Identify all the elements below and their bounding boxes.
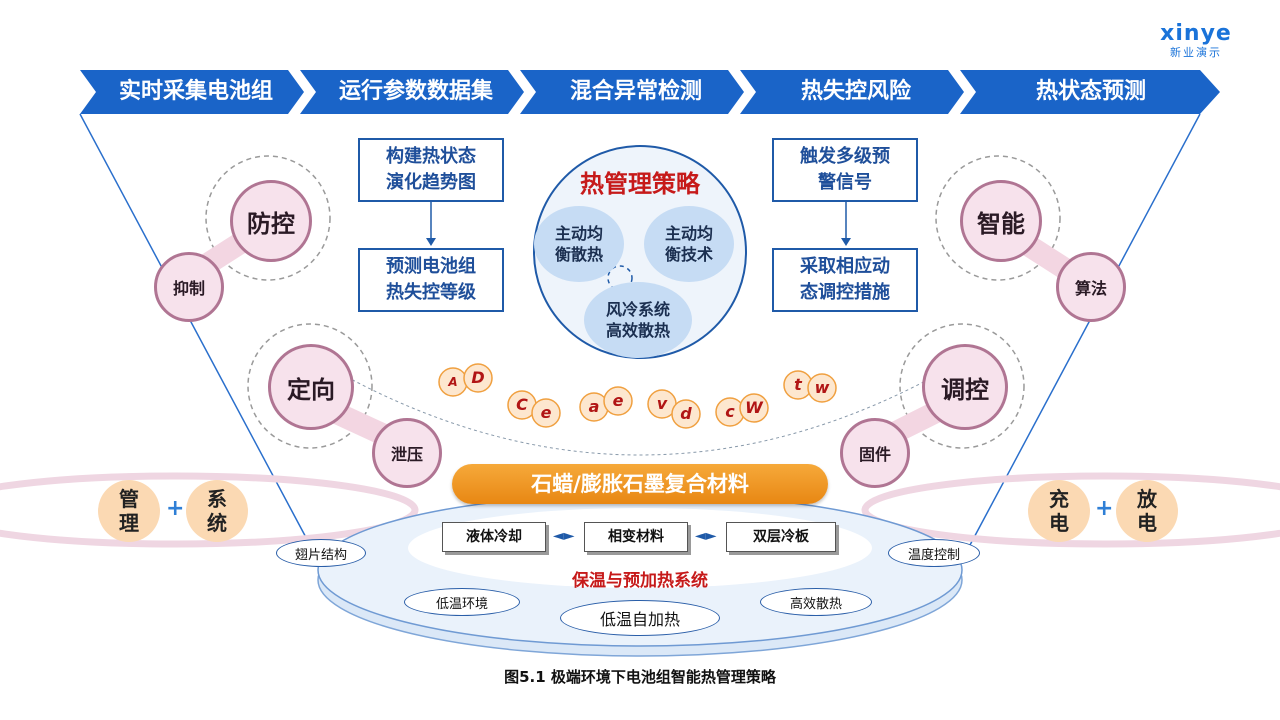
figure-caption: 图5.1 极端环境下电池组智能热管理策略	[504, 668, 776, 686]
pill-fin-structure: 翅片结构	[276, 539, 366, 567]
circle-discharge: 放 电	[1116, 480, 1178, 542]
composite-material-bar: 石蜡/膨胀石墨复合材料	[452, 464, 828, 504]
circle-system: 系 统	[186, 480, 248, 542]
chevron-step-4: 热失控风险	[800, 79, 911, 104]
letter-mark: A	[448, 375, 458, 389]
letter-mark: w	[814, 378, 830, 397]
pill-temperature-control: 温度控制	[888, 539, 980, 567]
circle-charge: 充 电	[1028, 480, 1090, 542]
pill-efficient-cooling: 高效散热	[760, 588, 872, 616]
bubble-active-cooling: 主动均 衡散热	[534, 206, 624, 282]
plus-icon: +	[1095, 496, 1114, 521]
letter-mark: W	[745, 398, 763, 417]
material-phase-change: 相变材料	[584, 522, 688, 552]
box-warning-signal: 触发多级预 警信号	[772, 138, 918, 202]
letter-mark: d	[680, 404, 692, 423]
box-trend-graph: 构建热状态 演化趋势图	[358, 138, 504, 202]
chevron-step-5: 热状态预测	[1035, 79, 1146, 104]
circle-regulation: 调控	[922, 344, 1008, 430]
material-liquid-cooling: 液体冷却	[442, 522, 546, 552]
letter-mark: c	[725, 402, 735, 421]
letter-mark: C	[516, 395, 528, 414]
circle-suppression: 抑制	[154, 252, 224, 322]
system-title: 保温与预加热系统	[572, 571, 708, 591]
strategy-title: 热管理策略	[580, 170, 700, 198]
letter-mark: e	[540, 403, 552, 422]
logo-subtitle: 新业演示	[1170, 46, 1222, 59]
chevron-step-2: 运行参数数据集	[338, 79, 493, 104]
box-runaway-level: 预测电池组 热失控等级	[358, 248, 504, 312]
chevron-step-1: 实时采集电池组	[118, 79, 273, 104]
bubble-air-cooling: 风冷系统 高效散热	[584, 282, 692, 358]
plus-icon: +	[166, 496, 185, 521]
box-dynamic-control: 采取相应动 态调控措施	[772, 248, 918, 312]
double-arrow-icon: ◄►	[695, 528, 717, 544]
letter-mark: a	[588, 397, 600, 416]
letter-mark: t	[794, 375, 802, 394]
logo-wordmark: xinye	[1160, 21, 1232, 46]
pill-low-temperature: 低温环境	[404, 588, 520, 616]
letter-mark: e	[612, 391, 624, 410]
double-arrow-icon: ◄►	[553, 528, 575, 544]
circle-algorithm: 算法	[1056, 252, 1126, 322]
circle-pressure-relief: 泄压	[372, 418, 442, 488]
letter-mark: v	[656, 394, 668, 413]
material-double-plate: 双层冷板	[726, 522, 836, 552]
circle-intelligent: 智能	[960, 180, 1042, 262]
brand-logo: xinye 新业演示	[1146, 22, 1246, 66]
bubble-active-balancing: 主动均 衡技术	[644, 206, 734, 282]
letter-mark: D	[471, 368, 485, 387]
circle-firmware: 固件	[840, 418, 910, 488]
circle-management: 管 理	[98, 480, 160, 542]
chevron-step-3: 混合异常检测	[569, 79, 702, 104]
circle-directional: 定向	[268, 344, 354, 430]
pill-self-heating: 低温自加热	[560, 600, 720, 636]
circle-prevention: 防控	[230, 180, 312, 262]
